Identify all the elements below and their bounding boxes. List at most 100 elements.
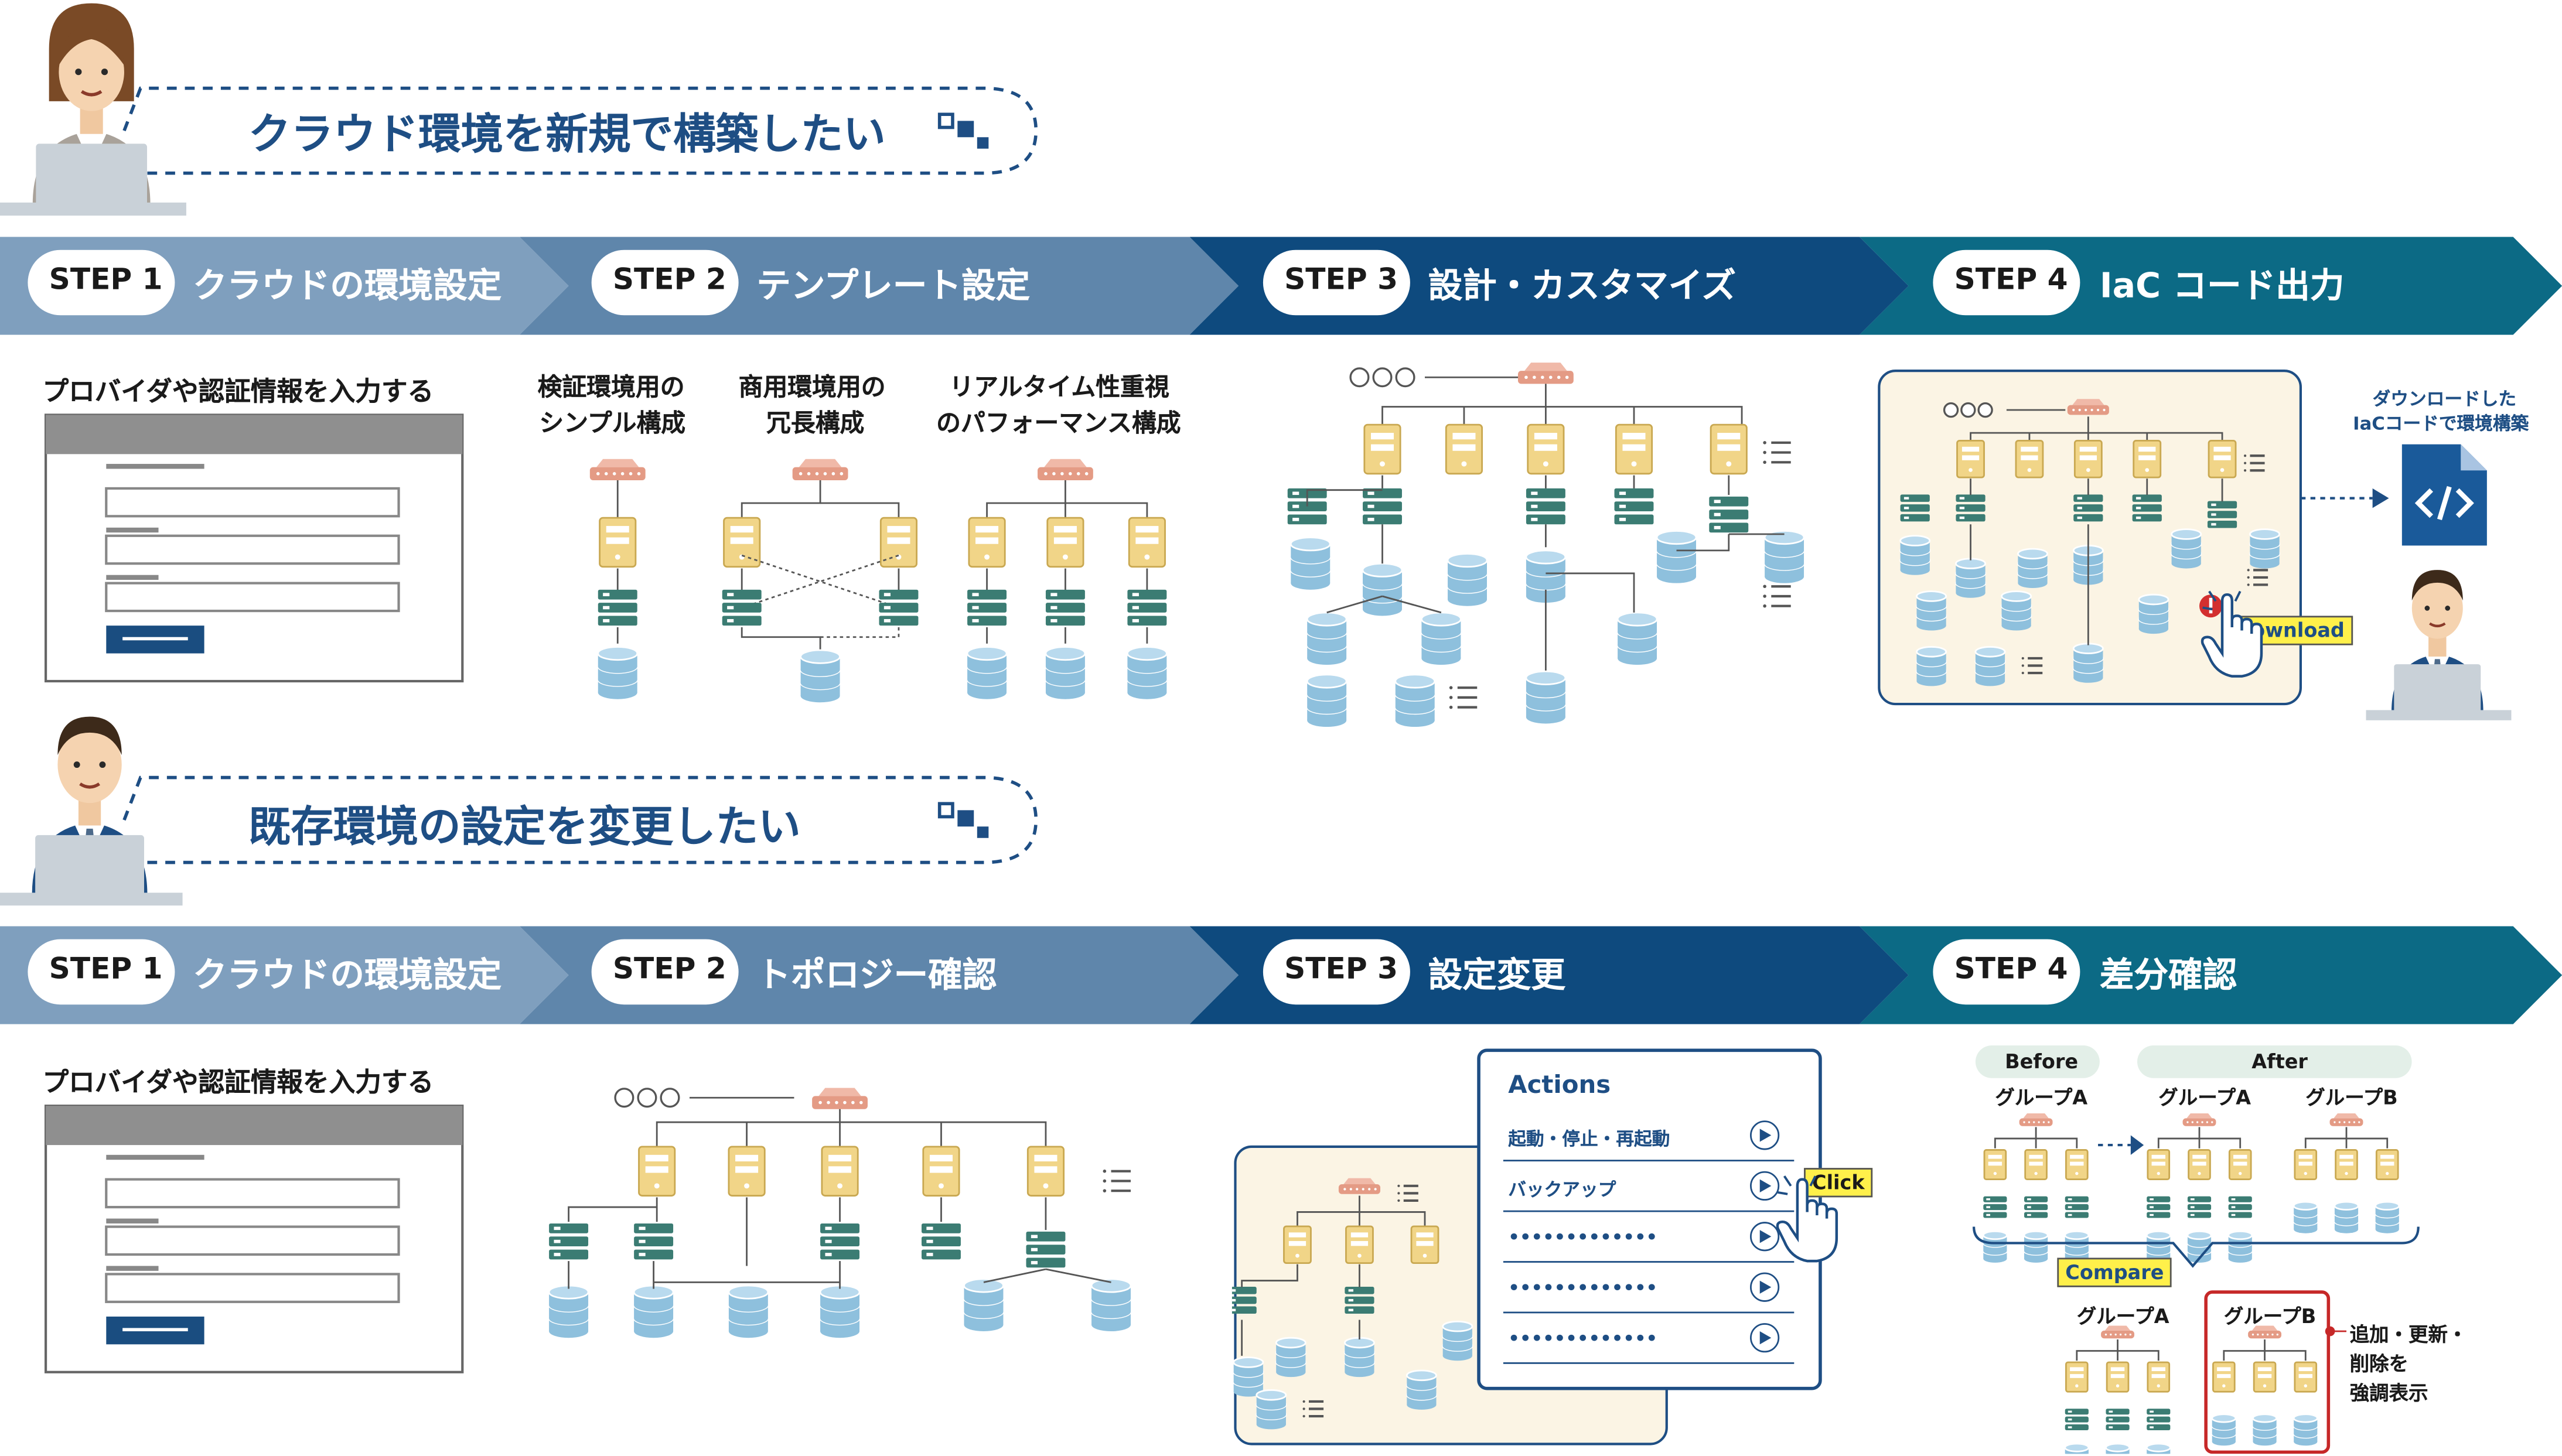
custom-topology-diagram: [1287, 363, 1805, 727]
action-item-label: •••••••••••••: [1508, 1226, 1658, 1248]
pointer-hand-icon-2: [1776, 1175, 1838, 1263]
server-icon: [1615, 423, 1653, 475]
step1-badge-text-row1: STEP 1: [49, 263, 163, 298]
step4-badge-text-row2: STEP 4: [1954, 952, 2068, 987]
step2-title-row1: テンプレート設定: [756, 266, 1031, 306]
step2-title-row2: トポロジー確認: [756, 955, 997, 995]
server-icon: [2228, 1149, 2252, 1181]
switch-icon: [2065, 1196, 2089, 1218]
step3-badge-text-row2: STEP 3: [1284, 952, 1398, 987]
action-divider: [1503, 1362, 1795, 1364]
server-icon: [1128, 517, 1166, 568]
router-icon: [2019, 1113, 2053, 1126]
database-icon: [1442, 1320, 1473, 1361]
switch-icon: [1345, 1287, 1374, 1314]
database-icon: [1955, 558, 1987, 598]
server-icon: [2253, 1361, 2277, 1393]
server-icon: [1956, 439, 1985, 479]
server-icon: [2015, 439, 2044, 479]
speech-title-row2: 既存環境の設定を変更したい: [248, 804, 801, 853]
database-icon: [1127, 646, 1168, 699]
step1-caption-row1: プロバイダや認証情報を入力する: [42, 375, 434, 407]
list-icon: [1763, 585, 1791, 608]
list-icon: [1449, 686, 1478, 709]
play-icon[interactable]: [1750, 1171, 1780, 1201]
database-icon: [1405, 1369, 1437, 1410]
server-icon: [728, 1146, 766, 1197]
database-icon: [1394, 674, 1436, 727]
provider-form-row1: [45, 413, 464, 683]
switch-icon: [967, 589, 1007, 626]
switch-icon: [1231, 1287, 1257, 1314]
actions-menu: Actions 起動・停止・再起動バックアップ•••••••••••••••••…: [1477, 1048, 1822, 1390]
database-icon: [1656, 530, 1697, 583]
switch-icon: [2106, 1409, 2130, 1431]
server-icon: [2212, 1361, 2236, 1393]
group-a-result-label: グループA: [2076, 1305, 2169, 1328]
database-icon: [1916, 590, 1947, 631]
group-a-after-label: グループA: [2158, 1086, 2251, 1109]
diff-note-1: 追加・更新・: [2349, 1323, 2468, 1346]
database-icon: [1974, 646, 2006, 686]
router-icon: [2067, 399, 2109, 415]
database-icon: [2249, 528, 2281, 569]
group-a-before-label: グループA: [1995, 1086, 2088, 1109]
diff-note-3: 強調表示: [2349, 1382, 2428, 1405]
database-icon: [1763, 530, 1805, 583]
database-icon: [1916, 646, 1947, 686]
step3-badge-text-row1: STEP 3: [1284, 263, 1398, 298]
man-user-avatar: [0, 716, 183, 906]
play-icon[interactable]: [1750, 1272, 1780, 1302]
iac-topology-panel: [1878, 370, 2302, 706]
play-icon[interactable]: [1750, 1222, 1780, 1252]
database-icon: [1275, 1337, 1306, 1378]
step4-badge-row1: [1933, 249, 2080, 316]
database-icon: [1899, 535, 1931, 575]
action-divider: [1503, 1210, 1795, 1212]
play-icon[interactable]: [1750, 1323, 1780, 1353]
list-icon: [1397, 1184, 1418, 1202]
switch-icon: [1900, 494, 1930, 522]
switch-icon: [634, 1223, 674, 1260]
database-icon: [2211, 1413, 2237, 1446]
step3-badge-row2: [1263, 939, 1410, 1005]
step3-title-row2: 設定変更: [1428, 955, 1565, 995]
database-icon: [800, 649, 841, 703]
router-icon: [1338, 1178, 1381, 1194]
router-icon: [812, 1088, 868, 1109]
diff-diagram: [1973, 1113, 2420, 1454]
database-icon: [966, 646, 1008, 699]
switch-icon: [2207, 501, 2237, 528]
router-icon: [2182, 1113, 2216, 1126]
database-icon: [1343, 1337, 1375, 1378]
code-file-icon: [2401, 444, 2487, 546]
step1-title-row2: クラウドの環境設定: [193, 955, 502, 995]
server-icon: [2147, 1149, 2171, 1181]
action-item-label: バックアップ: [1508, 1179, 1616, 1201]
list-icon: [2247, 569, 2268, 586]
database-icon: [2375, 1201, 2400, 1233]
speech-bubble-row2: [122, 775, 1038, 864]
server-icon: [2208, 439, 2237, 479]
server-icon: [1527, 423, 1565, 475]
step4-title-row1: IaC コード出力: [2099, 266, 2345, 306]
server-icon: [1445, 423, 1483, 475]
database-icon: [963, 1278, 1004, 1332]
server-icon: [2294, 1361, 2318, 1393]
action-item-label: •••••••••••••: [1508, 1328, 1658, 1349]
group-b-result-label: グループB: [2223, 1305, 2317, 1328]
action-divider: [1503, 1160, 1795, 1161]
play-icon[interactable]: [1750, 1120, 1780, 1150]
database-icon: [2145, 1443, 2171, 1454]
step3-title-row1: 設計・カスタマイズ: [1428, 266, 1736, 306]
server-icon: [638, 1146, 676, 1197]
switch-icon: [549, 1223, 589, 1260]
switch-icon: [1127, 589, 1167, 626]
router-icon: [2329, 1113, 2363, 1126]
server-icon: [821, 1146, 859, 1197]
switch-icon: [1026, 1231, 1066, 1268]
template1-line1: 検証環境用の: [537, 372, 685, 402]
server-icon: [2106, 1361, 2130, 1393]
speech-bubble-row1: [122, 86, 1038, 175]
step1-title-row1: クラウドの環境設定: [193, 266, 502, 306]
